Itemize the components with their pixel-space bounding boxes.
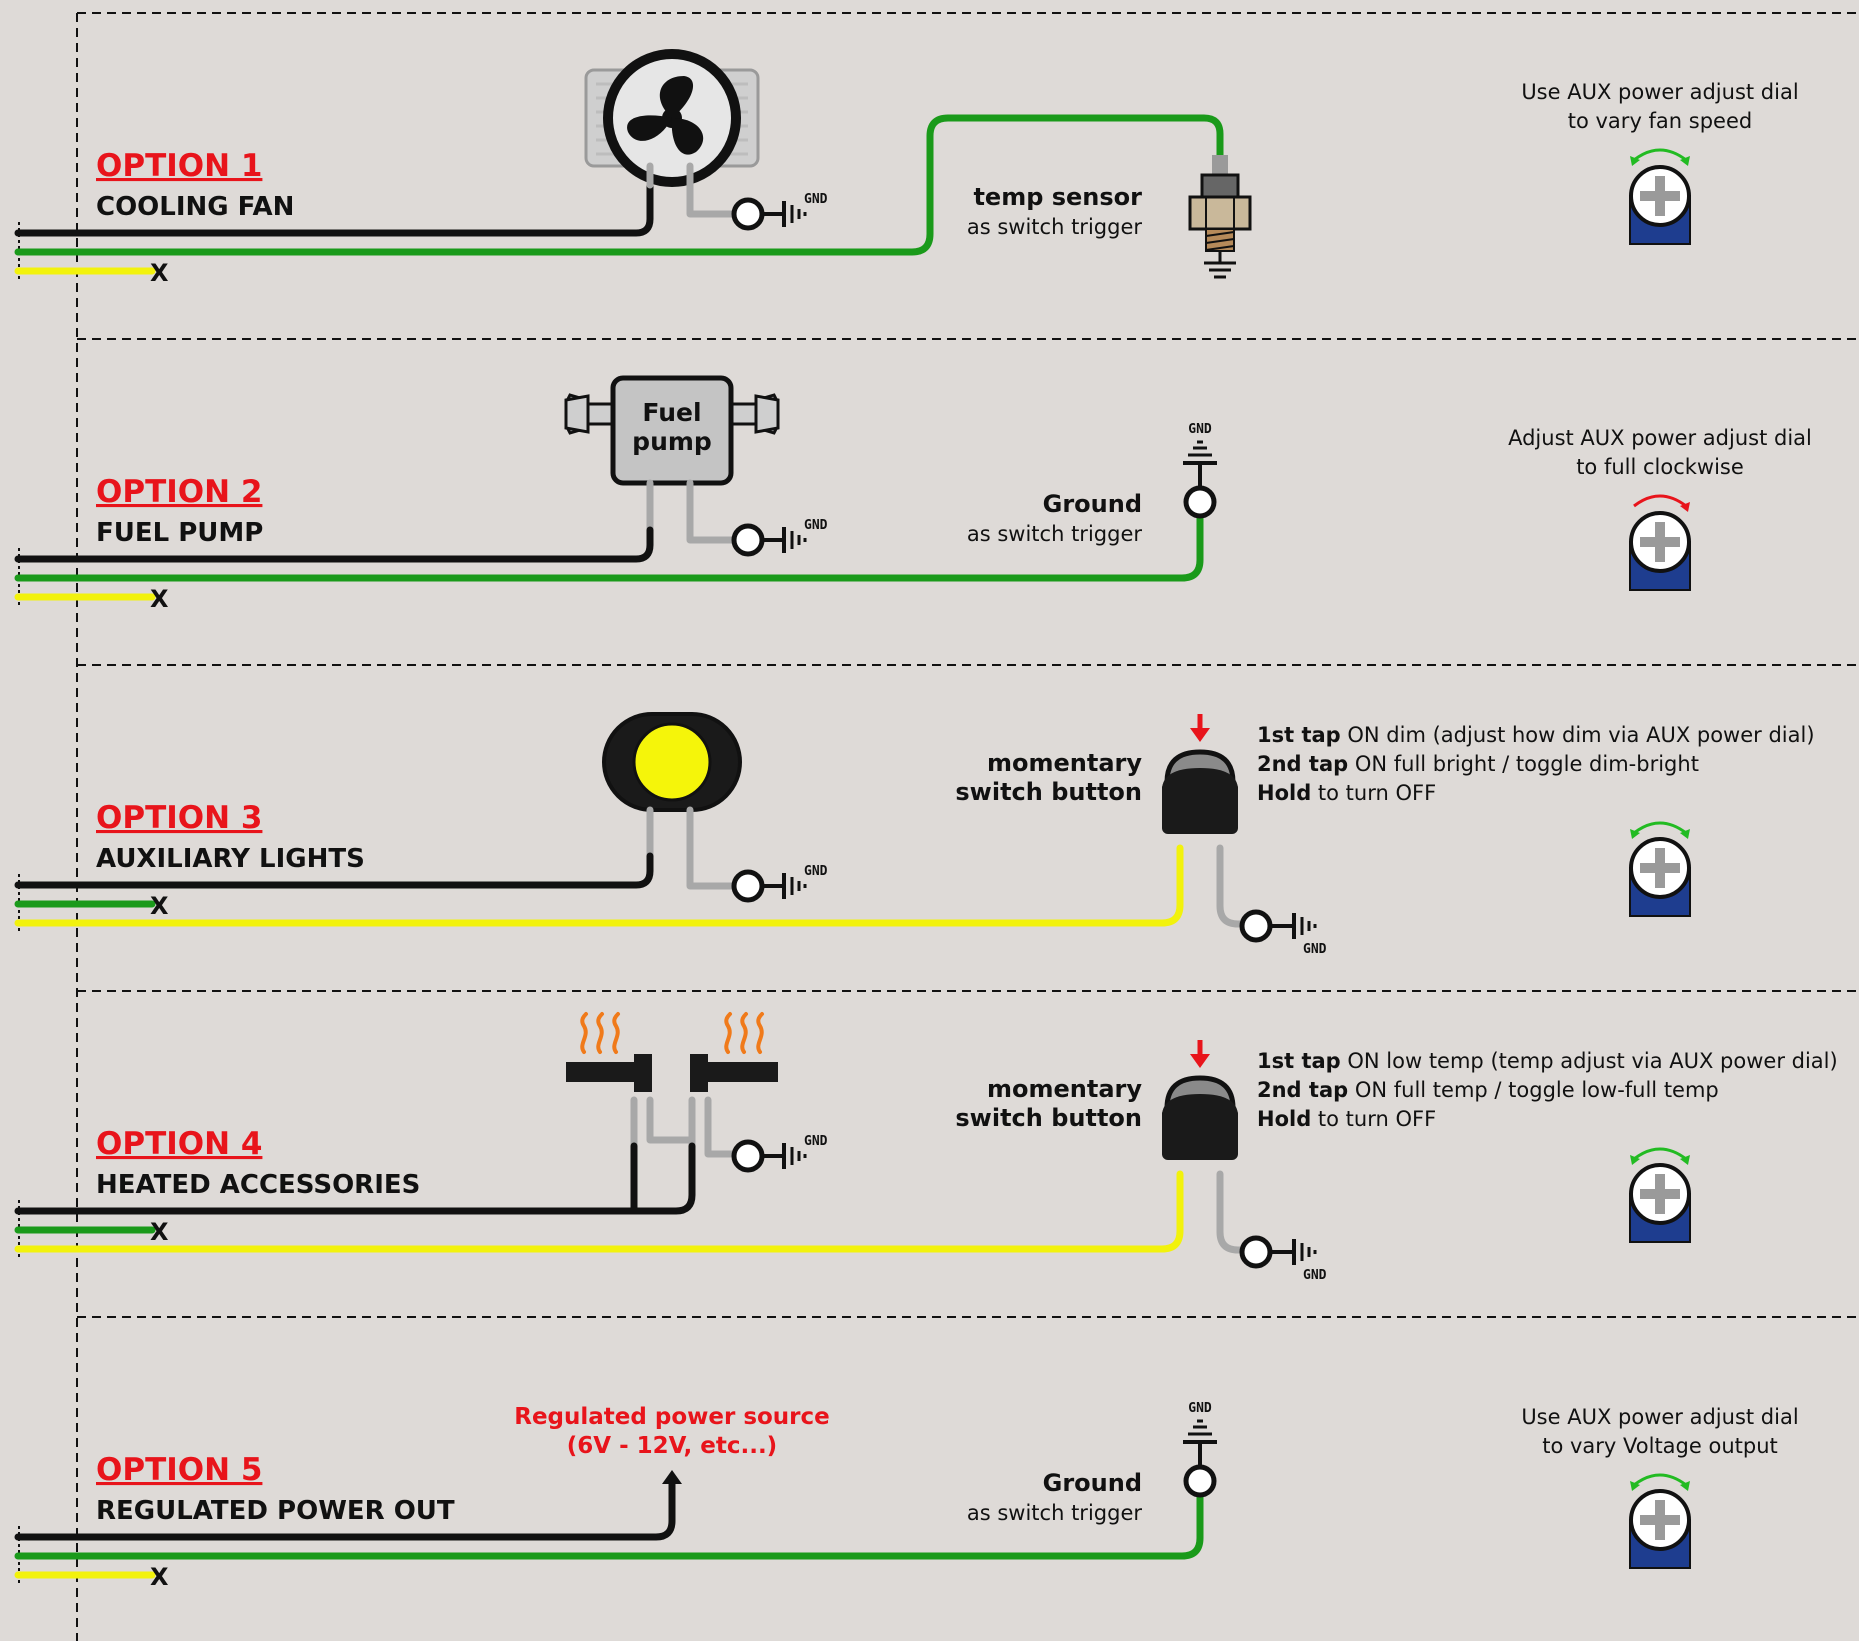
trigger-sublabel: as switch trigger xyxy=(967,522,1142,546)
momentary-switch-icon xyxy=(1162,1040,1238,1160)
trigger-label-line-2: switch button xyxy=(955,1104,1142,1132)
trigger-sublabel: as switch trigger xyxy=(967,1501,1142,1525)
option-1-panel: OPTION 1 COOLING FAN GND X xyxy=(14,49,1799,287)
dial-arrow-icon xyxy=(1633,821,1687,835)
gnd-label: GND xyxy=(1303,1268,1327,1283)
instruction-1: 1st tap ON dim (adjust how dim via AUX p… xyxy=(1257,723,1815,747)
trigger-label: temp sensor xyxy=(973,183,1142,211)
panel-dividers xyxy=(18,12,1859,1641)
instruction-3: Hold to turn OFF xyxy=(1257,1107,1436,1131)
option-subtitle: HEATED ACCESSORIES xyxy=(96,1170,420,1200)
unconnected-x: X xyxy=(150,1218,169,1246)
dial-note-line-2: to full clockwise xyxy=(1576,455,1744,479)
fuel-pump-icon xyxy=(564,375,780,486)
ground-switch-icon: GND xyxy=(1181,1401,1219,1498)
unconnected-x: X xyxy=(150,1563,169,1591)
instruction-1: 1st tap ON low temp (temp adjust via AUX… xyxy=(1257,1049,1838,1073)
gnd-label: GND xyxy=(804,864,828,879)
aux-power-dial-icon xyxy=(1628,165,1692,246)
gnd-label: GND xyxy=(804,192,828,207)
gnd-label: GND xyxy=(804,1134,828,1149)
dial-note-line-1: Adjust AUX power adjust dial xyxy=(1508,426,1812,450)
option-title: OPTION 5 xyxy=(96,1452,262,1488)
option-title: OPTION 1 xyxy=(96,148,262,184)
trigger-sublabel: as switch trigger xyxy=(967,215,1142,239)
aux-power-dial-icon xyxy=(1628,1489,1692,1570)
dial-arrow-icon xyxy=(1633,1473,1687,1487)
dial-note-line-2: to vary fan speed xyxy=(1568,109,1752,133)
dial-arrow-icon xyxy=(1633,494,1687,508)
gnd-label: GND xyxy=(1303,942,1327,957)
unconnected-x: X xyxy=(150,259,169,287)
option-title: OPTION 4 xyxy=(96,1126,262,1162)
trigger-label: Ground xyxy=(1043,1469,1142,1497)
option-3-panel: OPTION 3 AUXILIARY LIGHTS GND X GND mome… xyxy=(14,712,1815,957)
option-subtitle: REGULATED POWER OUT xyxy=(96,1496,455,1526)
output-label-line-1: Regulated power source xyxy=(514,1404,830,1430)
option-subtitle: COOLING FAN xyxy=(96,192,294,222)
unconnected-x: X xyxy=(150,585,169,613)
aux-power-dial-icon xyxy=(1628,511,1692,592)
aux-power-dial-icon xyxy=(1628,1163,1692,1244)
trigger-label-line-1: momentary xyxy=(987,749,1142,777)
option-5-panel: OPTION 5 REGULATED POWER OUT Regulated p… xyxy=(14,1401,1799,1591)
option-subtitle: FUEL PUMP xyxy=(96,518,263,548)
unconnected-x: X xyxy=(150,892,169,920)
option-subtitle: AUXILIARY LIGHTS xyxy=(96,844,365,874)
fuel-pump-label-line-1: Fuel xyxy=(642,398,701,427)
output-arrow-icon xyxy=(662,1470,682,1484)
auxiliary-light-icon xyxy=(602,712,742,812)
dial-arrow-icon xyxy=(1633,148,1687,162)
momentary-switch-icon xyxy=(1162,714,1238,834)
svg-text:GND: GND xyxy=(1188,1401,1212,1416)
instruction-2: 2nd tap ON full temp / toggle low-full t… xyxy=(1257,1078,1719,1102)
dial-note-line-1: Use AUX power adjust dial xyxy=(1521,80,1798,104)
output-label-line-2: (6V - 12V, etc...) xyxy=(567,1433,777,1459)
trigger-label-line-1: momentary xyxy=(987,1075,1142,1103)
aux-power-dial-icon xyxy=(1628,837,1692,918)
dial-note-line-1: Use AUX power adjust dial xyxy=(1521,1405,1798,1429)
option-4-panel: OPTION 4 HEATED ACCESSORIES GND X xyxy=(14,1012,1838,1283)
instruction-2: 2nd tap ON full bright / toggle dim-brig… xyxy=(1257,752,1699,776)
trigger-label-line-2: switch button xyxy=(955,778,1142,806)
option-title: OPTION 2 xyxy=(96,474,262,510)
temp-sensor-icon xyxy=(1188,155,1252,279)
cooling-fan-icon xyxy=(584,49,760,187)
svg-text:GND: GND xyxy=(1188,422,1212,437)
dial-arrow-icon xyxy=(1633,1147,1687,1161)
option-2-panel: OPTION 2 FUEL PUMP Fuel pump GND X GND xyxy=(14,375,1812,613)
ground-switch-icon: GND xyxy=(1181,422,1219,519)
instruction-3: Hold to turn OFF xyxy=(1257,781,1436,805)
dial-note-line-2: to vary Voltage output xyxy=(1542,1434,1778,1458)
gnd-label: GND xyxy=(804,518,828,533)
fuel-pump-label-line-2: pump xyxy=(632,427,712,456)
heated-grips-icon xyxy=(566,1012,778,1092)
trigger-label: Ground xyxy=(1043,490,1142,518)
option-title: OPTION 3 xyxy=(96,800,262,836)
